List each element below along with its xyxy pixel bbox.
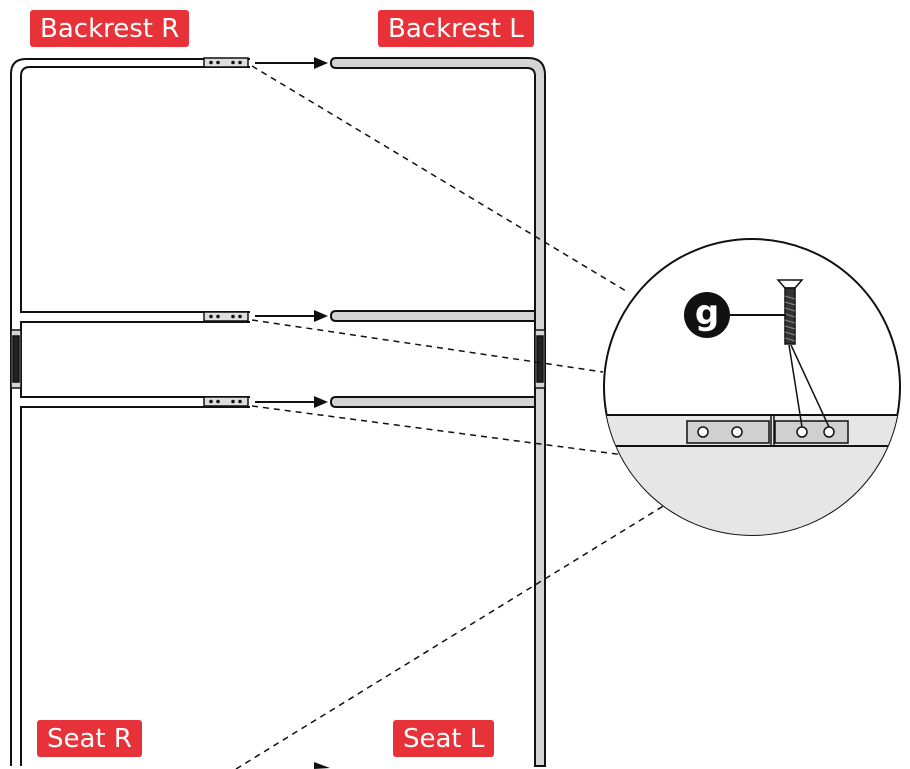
right-hinges [10, 329, 22, 389]
left-hinges [534, 329, 546, 389]
assembly-arrows [255, 57, 330, 769]
label-backrest-l: Backrest L [378, 10, 534, 47]
dashed-leaders [235, 65, 666, 769]
screw-icon [776, 279, 830, 428]
right-frame [10, 58, 250, 766]
label-seat-l: Seat L [393, 720, 495, 757]
detail-circle [603, 238, 901, 536]
label-seat-r: Seat R [37, 720, 142, 757]
right-plates [203, 57, 249, 407]
label-backrest-r: Backrest R [30, 10, 190, 47]
left-frame [329, 57, 546, 767]
part-g-badge: g [684, 292, 730, 338]
